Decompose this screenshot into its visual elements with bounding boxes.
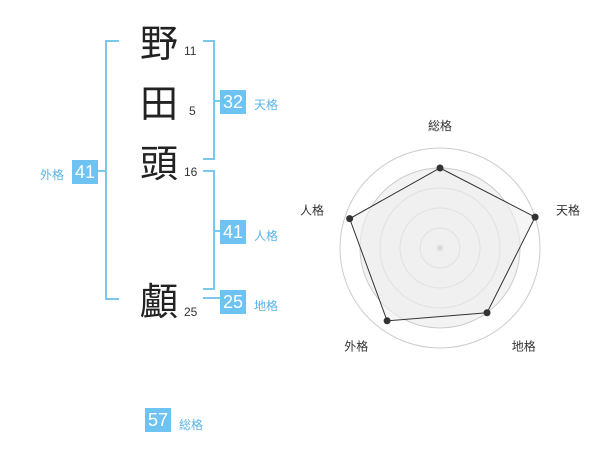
ten-kaku-value: 32 [220, 90, 247, 114]
jin-kaku-value: 41 [220, 220, 247, 244]
radar-axis-label-3: 地格 [512, 339, 536, 354]
jin-kaku-tick [214, 230, 222, 232]
stroke-count-2: 5 [189, 104, 196, 118]
radar-ring-outer [339, 147, 541, 349]
radar-axis-label-2: 天格 [556, 202, 580, 217]
sou-kaku-value: 57 [145, 408, 172, 432]
name-char-2: 田 [140, 82, 179, 126]
gai-kaku-tick [97, 170, 106, 172]
chi-kaku-label: 地格 [254, 299, 279, 313]
chi-kaku-value: 25 [220, 290, 247, 314]
radar-point-3 [483, 309, 491, 317]
chi-kaku-tick [203, 297, 221, 299]
gai-kaku-bracket [105, 40, 119, 300]
radar-point-2 [531, 213, 539, 221]
gai-kaku-value: 41 [72, 160, 99, 184]
jin-kaku-label: 人格 [254, 229, 279, 243]
radar-axis-label-5: 人格 [300, 202, 324, 217]
name-char-4: 顱 [140, 280, 179, 324]
radar-polygon [349, 167, 536, 322]
radar-axis-label-1: 総格 [428, 118, 452, 133]
gai-kaku-label: 外格 [40, 168, 65, 182]
radar-point-1 [436, 164, 444, 172]
name-char-1: 野 [140, 22, 179, 66]
radar-point-5 [346, 215, 354, 223]
stroke-count-3: 16 [184, 165, 198, 179]
sou-kaku-label: 総格 [179, 418, 204, 432]
stroke-count-4: 25 [184, 305, 198, 319]
stroke-count-1: 11 [184, 44, 197, 58]
ten-kaku-tick [214, 100, 222, 102]
radar-point-4 [383, 317, 391, 325]
radar-axis-label-4: 外格 [344, 339, 368, 354]
name-char-3: 頭 [140, 142, 179, 186]
ten-kaku-label: 天格 [254, 98, 279, 112]
